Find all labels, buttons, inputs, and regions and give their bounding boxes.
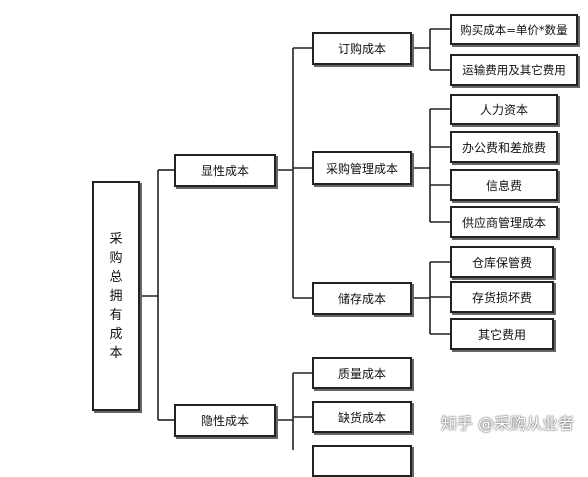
root-node: 采购总拥有成本 bbox=[92, 181, 140, 411]
storage-cost-node: 储存成本 bbox=[312, 282, 412, 315]
purchase-cost-leaf: 购买成本=单价*数量 bbox=[450, 14, 578, 45]
watermark: 知乎 @采购从业者 bbox=[440, 414, 574, 433]
inventory-damage-leaf: 存货损坏费 bbox=[450, 281, 554, 313]
connector-lines bbox=[140, 28, 450, 450]
warehouse-fee-leaf: 仓库保管费 bbox=[450, 246, 554, 278]
human-capital-leaf: 人力资本 bbox=[450, 94, 558, 125]
supplier-management-leaf: 供应商管理成本 bbox=[450, 206, 558, 238]
explicit-cost-node: 显性成本 bbox=[174, 154, 276, 187]
stockout-cost-node: 缺货成本 bbox=[312, 401, 412, 433]
management-cost-node: 采购管理成本 bbox=[312, 151, 412, 185]
office-travel-leaf: 办公费和差旅费 bbox=[450, 131, 558, 163]
information-fee-leaf: 信息费 bbox=[450, 169, 558, 201]
other-fee-leaf: 其它费用 bbox=[450, 318, 554, 350]
procurement-cost-diagram: { "root": { "label": "采购总拥有成本" }, "branc… bbox=[92, 14, 578, 477]
transport-cost-leaf: 运输费用及其它费用 bbox=[450, 54, 578, 86]
order-cost-node: 订购成本 bbox=[312, 32, 412, 65]
implicit-cost-node: 隐性成本 bbox=[174, 404, 276, 437]
quality-cost-node: 质量成本 bbox=[312, 357, 412, 389]
